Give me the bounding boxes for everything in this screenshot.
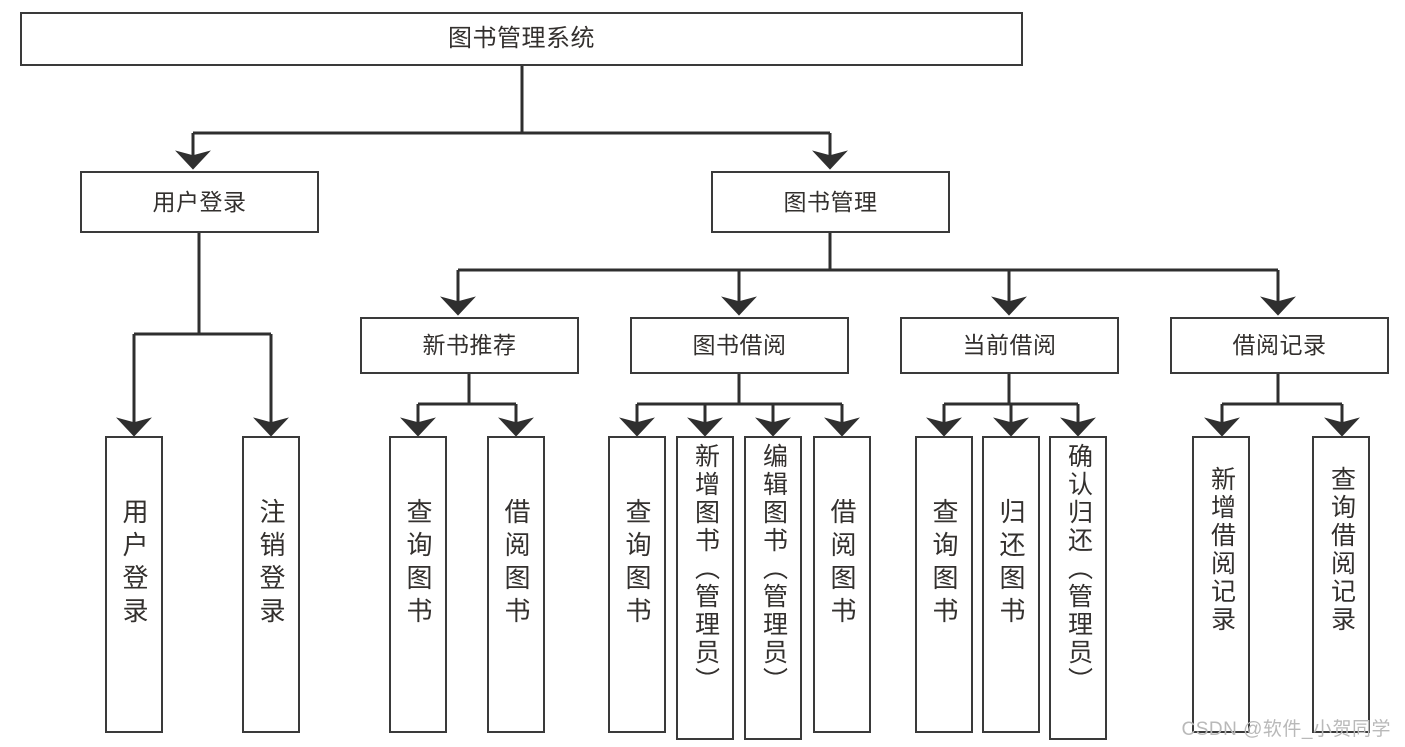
node-label: 新增图书（管理员） bbox=[691, 443, 720, 695]
node-label: 当前借阅 bbox=[962, 332, 1057, 359]
node-label: 图书管理系统 bbox=[448, 25, 595, 53]
leaf-borrow-edit-book-admin[interactable]: 编辑图书（管理员） bbox=[744, 436, 802, 740]
node-current-borrow[interactable]: 当前借阅 bbox=[900, 317, 1119, 374]
node-borrow-record[interactable]: 借阅记录 bbox=[1170, 317, 1389, 374]
node-new-book-recommend[interactable]: 新书推荐 bbox=[360, 317, 579, 374]
node-label: 查询图书 bbox=[929, 498, 959, 630]
leaf-current-query-book[interactable]: 查询图书 bbox=[915, 436, 973, 733]
node-label: 查询借阅记录 bbox=[1327, 466, 1356, 634]
leaf-current-return-book[interactable]: 归还图书 bbox=[982, 436, 1040, 733]
node-label: 用户登录 bbox=[119, 498, 149, 630]
leaf-borrow-add-book-admin[interactable]: 新增图书（管理员） bbox=[676, 436, 734, 740]
leaf-user-login[interactable]: 用户登录 bbox=[105, 436, 163, 733]
node-label: 借阅记录 bbox=[1232, 332, 1327, 359]
node-label: 查询图书 bbox=[403, 498, 433, 630]
node-book-borrow[interactable]: 图书借阅 bbox=[630, 317, 849, 374]
node-label: 借阅图书 bbox=[827, 498, 857, 630]
leaf-borrow-take-book[interactable]: 借阅图书 bbox=[813, 436, 871, 733]
node-label: 图书管理 bbox=[783, 188, 878, 215]
watermark-text: CSDN @软件_小贺同学 bbox=[1181, 719, 1391, 740]
leaf-recommend-borrow-book[interactable]: 借阅图书 bbox=[487, 436, 545, 733]
leaf-recommend-query-book[interactable]: 查询图书 bbox=[389, 436, 447, 733]
node-root-system[interactable]: 图书管理系统 bbox=[20, 12, 1023, 66]
node-label: 图书借阅 bbox=[692, 332, 787, 359]
node-user-login[interactable]: 用户登录 bbox=[80, 171, 319, 233]
leaf-record-search[interactable]: 查询借阅记录 bbox=[1312, 436, 1370, 733]
leaf-current-confirm-return-admin[interactable]: 确认归还（管理员） bbox=[1049, 436, 1107, 740]
node-label: 注销登录 bbox=[256, 498, 286, 630]
node-label: 归还图书 bbox=[996, 498, 1026, 630]
node-label: 用户登录 bbox=[152, 188, 247, 215]
node-label: 编辑图书（管理员） bbox=[759, 443, 788, 695]
node-label: 查询图书 bbox=[622, 498, 652, 630]
node-label: 新书推荐 bbox=[422, 332, 517, 359]
node-label: 借阅图书 bbox=[501, 498, 531, 630]
leaf-borrow-query-book[interactable]: 查询图书 bbox=[608, 436, 666, 733]
node-label: 确认归还（管理员） bbox=[1064, 443, 1093, 695]
node-label: 新增借阅记录 bbox=[1207, 466, 1236, 634]
leaf-record-add[interactable]: 新增借阅记录 bbox=[1192, 436, 1250, 733]
node-book-manage[interactable]: 图书管理 bbox=[711, 171, 950, 233]
leaf-user-logout[interactable]: 注销登录 bbox=[242, 436, 300, 733]
